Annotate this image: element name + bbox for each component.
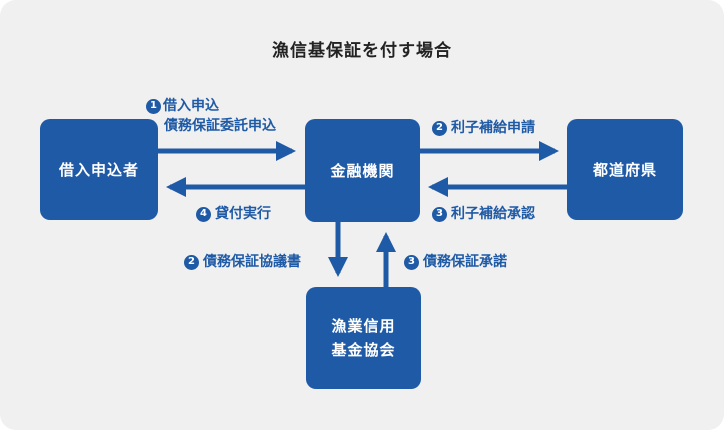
diagram-title: 漁信基保証を付す場合 — [272, 41, 452, 61]
label-guarantee-approval: 3 債務保証承諾 — [404, 252, 507, 272]
label-loan-application: 1 借入申込 債務保証委託申込 — [146, 96, 276, 136]
label-text: 利子補給申請 — [451, 120, 535, 136]
node-bank: 金融機関 — [305, 119, 420, 222]
step-number-badge: 2 — [432, 120, 447, 136]
node-association-label: 漁業信用 基金協会 — [331, 317, 396, 359]
label-interest-approval: 3 利子補給承認 — [432, 204, 535, 224]
node-prefecture: 都道府県 — [567, 119, 683, 220]
label-line: 債務保証委託申込 — [164, 118, 276, 134]
label-loan-execution: 4 貸付実行 — [196, 204, 271, 224]
label-interest-application: 2 利子補給申請 — [432, 118, 535, 138]
label-guarantee-consultation: 2 債務保証協議書 — [184, 252, 301, 272]
label-text: 債務保証協議書 — [203, 254, 301, 270]
node-borrower-label: 借入申込者 — [58, 160, 139, 179]
step-number-badge: 1 — [146, 98, 161, 114]
step-number-badge: 3 — [404, 254, 419, 270]
node-bank-label: 金融機関 — [330, 161, 395, 180]
label-text: 債務保証承諾 — [423, 254, 507, 270]
node-borrower: 借入申込者 — [40, 119, 158, 220]
label-line: 借入申込 — [163, 98, 219, 114]
node-association: 漁業信用 基金協会 — [306, 287, 421, 389]
step-number-badge: 3 — [432, 206, 447, 222]
label-text: 利子補給承認 — [451, 206, 535, 222]
step-number-badge: 4 — [196, 206, 211, 222]
label-text: 貸付実行 — [215, 206, 271, 222]
node-prefecture-label: 都道府県 — [592, 160, 657, 179]
step-number-badge: 2 — [184, 254, 199, 270]
